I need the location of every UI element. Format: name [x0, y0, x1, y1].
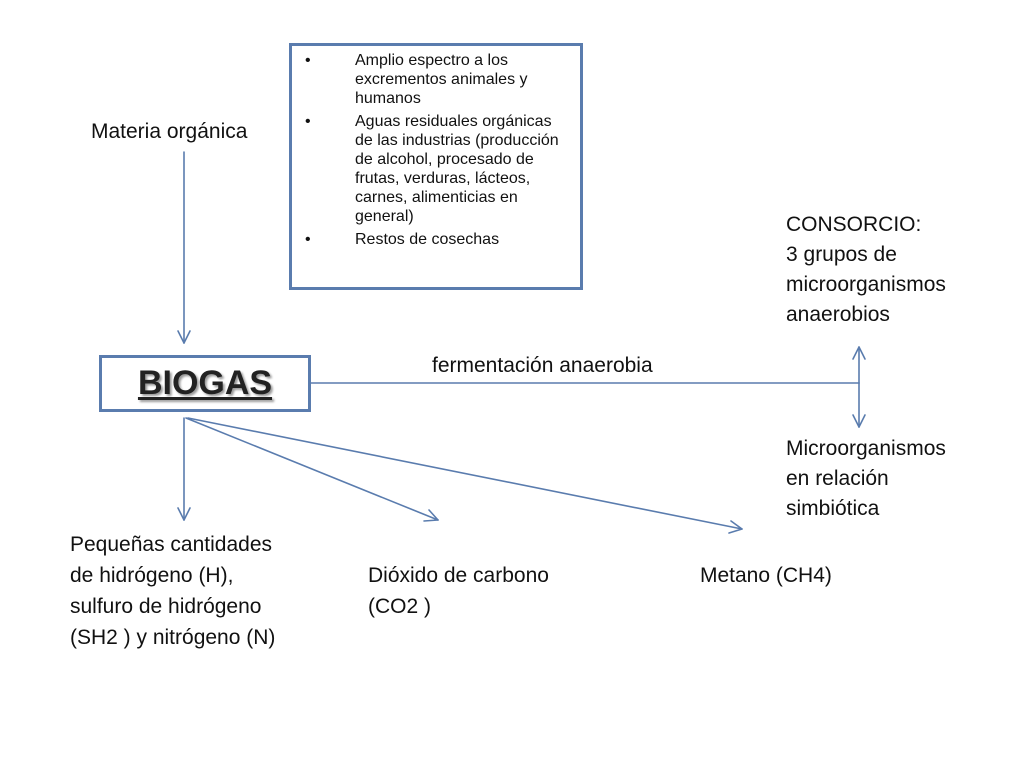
source-item-text: Aguas residuales orgánicas de las indust…	[355, 113, 559, 225]
arrow-to-methane	[187, 417, 743, 534]
consortium-line: microorganismos	[786, 273, 946, 296]
product-line: Dióxido de carbono	[368, 564, 549, 587]
source-box: • Amplio espectro a los excrementos anim…	[289, 43, 583, 290]
symbiosis-line: en relación	[786, 467, 889, 490]
arrow-to-consortium	[852, 346, 866, 384]
biogas-box: BIOGAS	[99, 355, 311, 412]
source-item: • Aguas residuales orgánicas de las indu…	[302, 112, 570, 226]
arrow-to-small-gases	[177, 417, 191, 521]
product-line: (SH2 ) y nitrógeno (N)	[70, 626, 276, 649]
product-line: de hidrógeno (H),	[70, 564, 234, 587]
biogas-title: BIOGAS	[137, 364, 273, 402]
arrow-to-symbiosis	[852, 382, 866, 428]
bullet-icon: •	[305, 52, 311, 69]
consortium-line: 3 grupos de	[786, 243, 897, 266]
bullet-icon: •	[305, 231, 311, 248]
product-line: Metano (CH4)	[700, 564, 832, 587]
consortium-line: anaerobios	[786, 303, 890, 326]
source-list: • Amplio espectro a los excrementos anim…	[302, 51, 570, 249]
arrow-materia-to-biogas	[177, 151, 191, 344]
product-line: sulfuro de hidrógeno	[70, 595, 262, 618]
consortium-line: CONSORCIO:	[786, 213, 922, 236]
bullet-icon: •	[305, 113, 311, 130]
process-label: fermentación anaerobia	[432, 354, 653, 377]
source-item-text: Restos de cosechas	[355, 231, 500, 248]
product-line: (CO2 )	[368, 595, 431, 618]
symbiosis-line: simbiótica	[786, 497, 880, 520]
product-line: Pequeñas cantidades	[70, 533, 272, 556]
arrow-to-co2	[185, 417, 439, 522]
source-item-text: Amplio espectro a los excrementos animal…	[355, 52, 528, 107]
symbiosis-line: Microorganismos	[786, 437, 946, 460]
source-item: • Amplio espectro a los excrementos anim…	[302, 51, 570, 108]
source-item: • Restos de cosechas	[302, 230, 570, 249]
source-label: Materia orgánica	[91, 120, 248, 143]
